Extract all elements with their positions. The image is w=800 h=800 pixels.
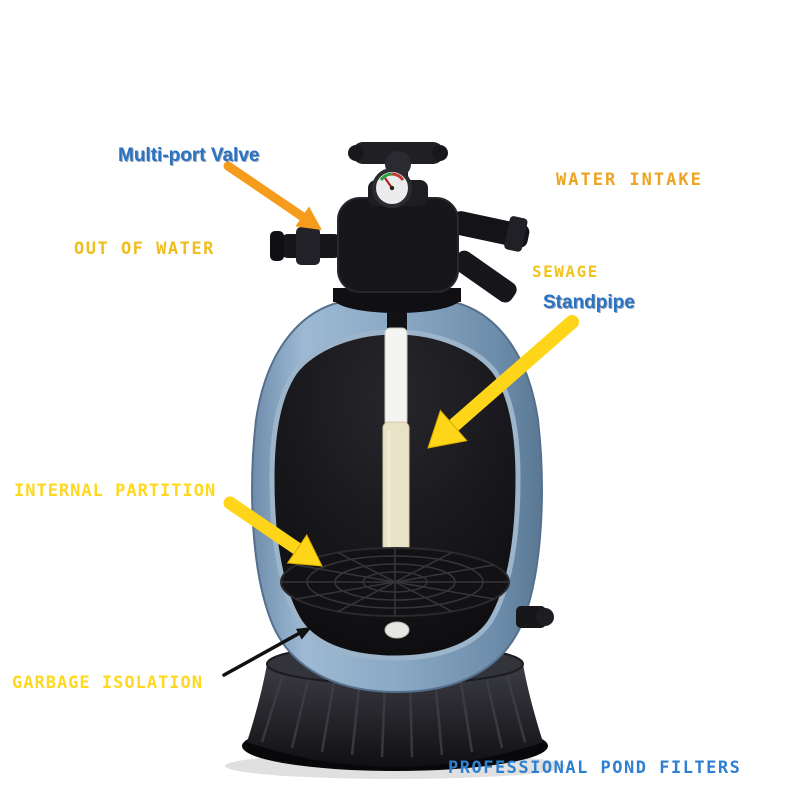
standpipe-graphic	[382, 300, 410, 573]
label-standpipe: Standpipe	[543, 292, 635, 313]
valve-right-port-upper	[451, 211, 530, 252]
valve-body	[337, 197, 459, 293]
label-water-intake: WATER INTAKE	[556, 170, 703, 190]
arrow-to-valve-icon	[223, 161, 322, 230]
multiport-valve-graphic	[270, 142, 530, 313]
label-garbage-isolation: GARBAGE ISOLATION	[12, 673, 203, 693]
bottom-drain-elbow	[384, 621, 410, 639]
pressure-gauge	[372, 168, 412, 208]
side-drain-fitting	[516, 606, 554, 628]
lateral-partition-plate	[280, 547, 510, 639]
label-out-of-water: OUT OF WATER	[74, 239, 215, 259]
arrow-to-partition-icon	[223, 496, 323, 567]
arrow-to-standpipe-icon	[427, 315, 579, 449]
label-multiport-valve: Multi-port Valve	[118, 145, 260, 166]
label-internal-partition: INTERNAL PARTITION	[14, 481, 217, 501]
label-sewage: SEWAGE	[532, 262, 599, 281]
valve-left-port	[270, 227, 342, 265]
label-professional-pond-filters: PROFESSIONAL POND FILTERS	[448, 758, 742, 778]
annotation-arrows	[222, 161, 579, 677]
valve-right-port-lower	[452, 250, 517, 303]
arrow-to-garbage-isolation-icon	[222, 627, 312, 677]
